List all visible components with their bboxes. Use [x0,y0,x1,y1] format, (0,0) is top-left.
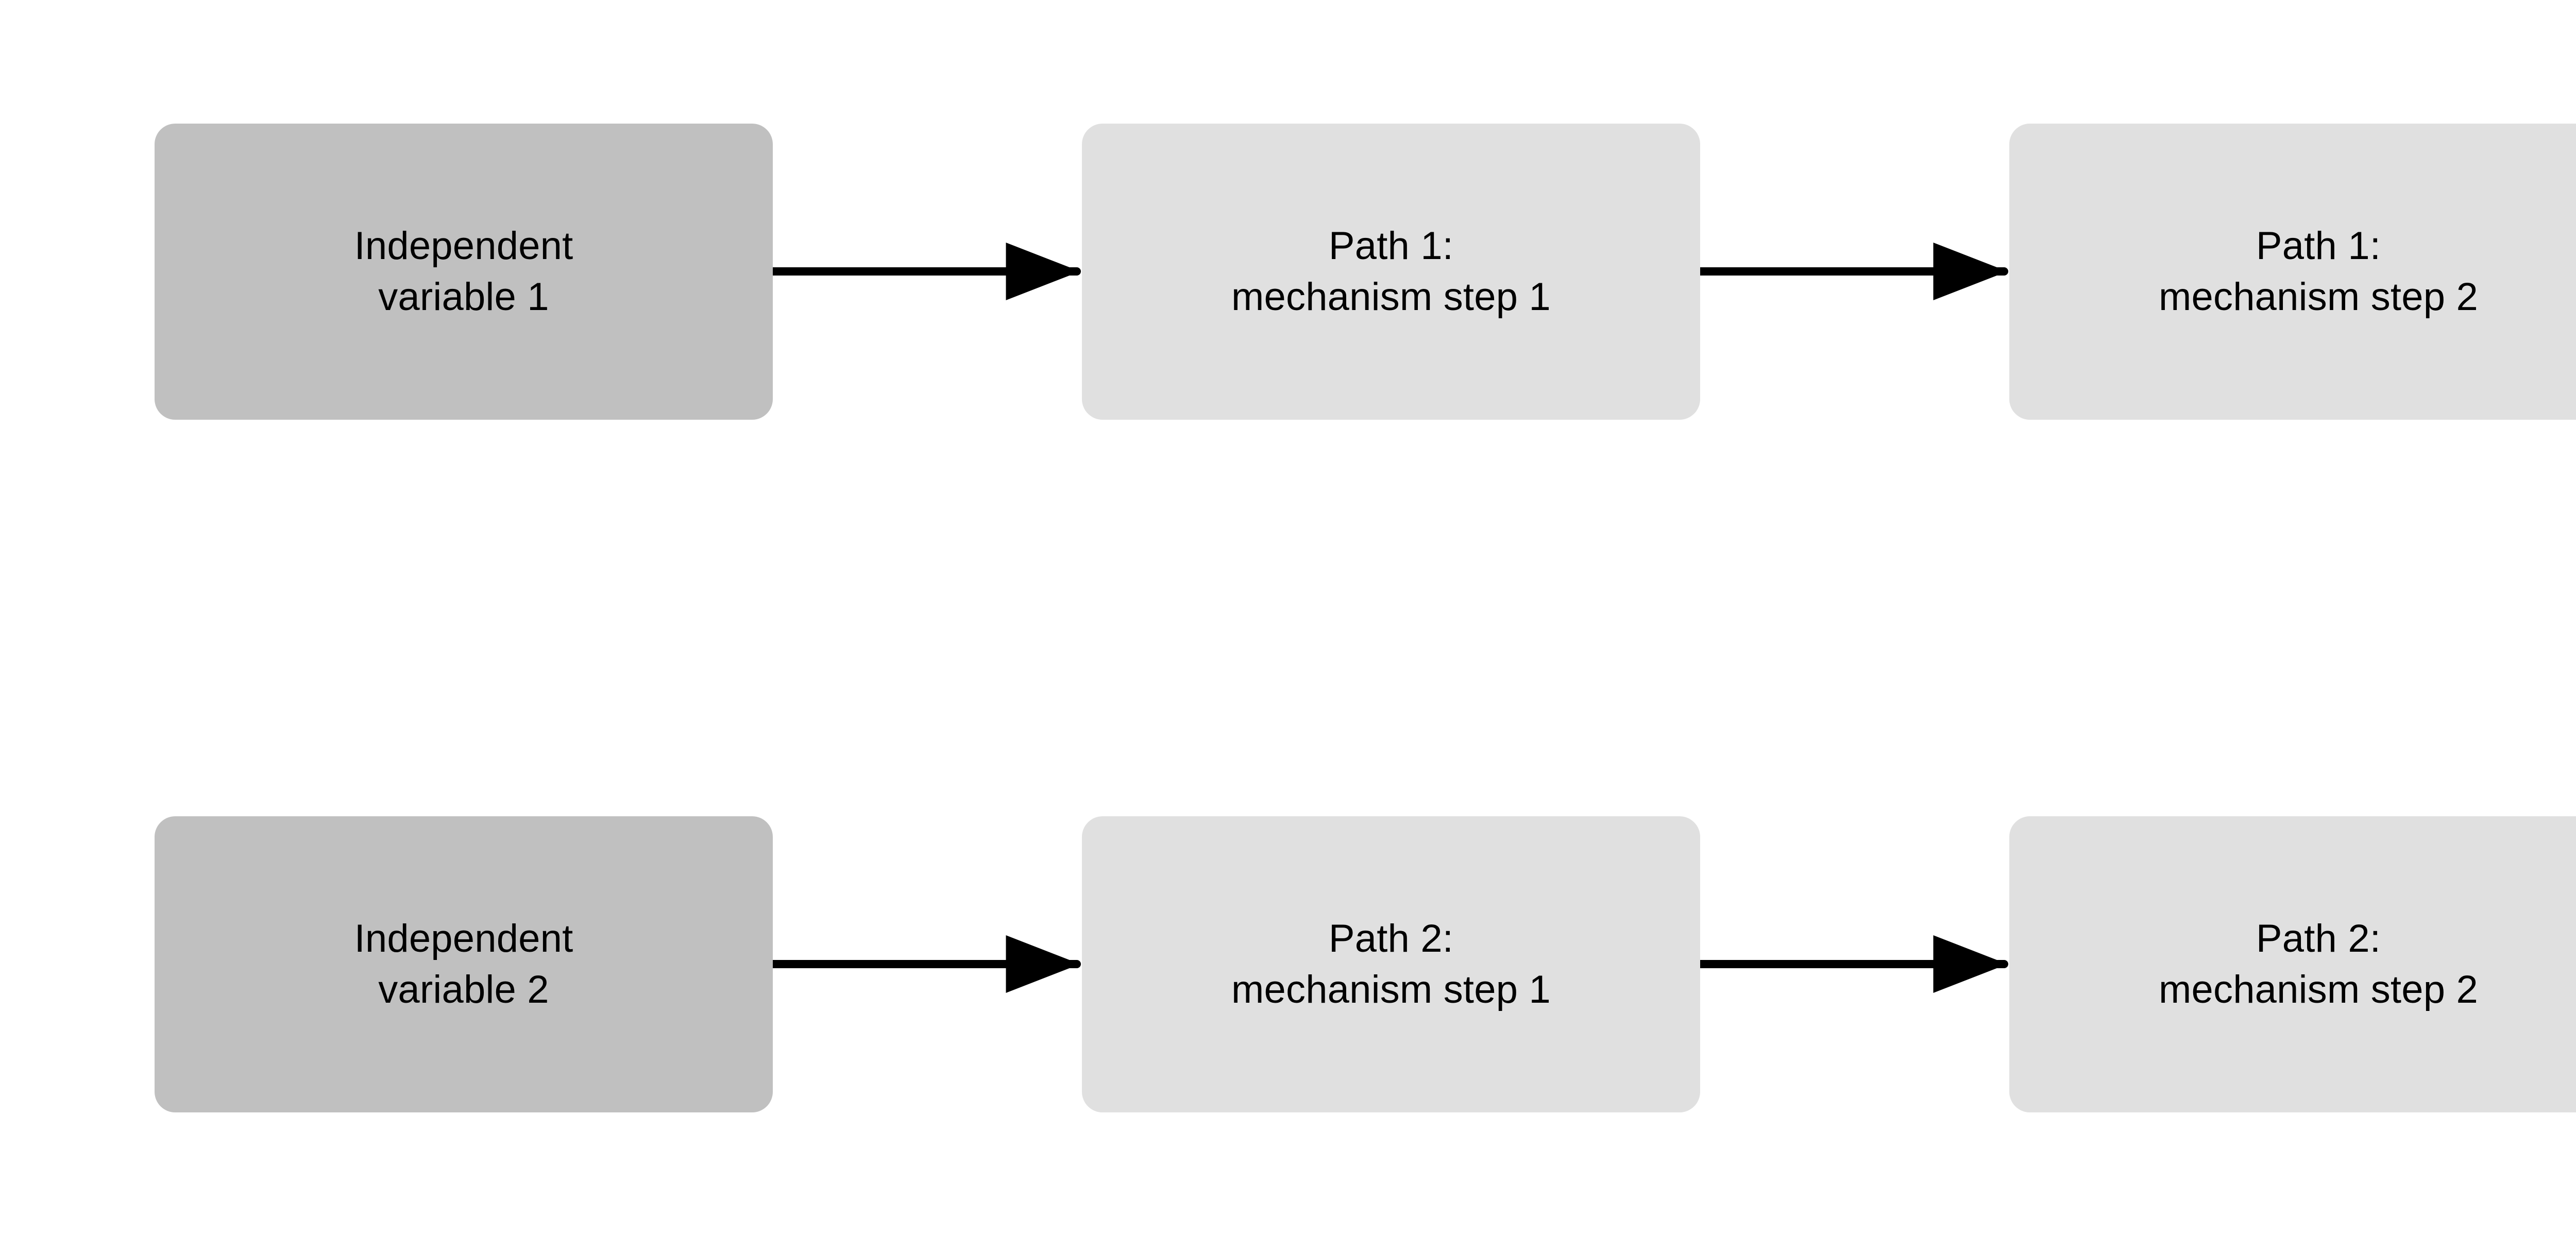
node-label: Path 1: mechanism step 2 [2159,224,2478,319]
node-path-2-mechanism-step-1[interactable]: Path 2: mechanism step 1 [1082,816,1700,1112]
node-independent-variable-2[interactable]: Independent variable 2 [155,816,773,1112]
node-label: Path 2: mechanism step 2 [2159,916,2478,1011]
node-path-2-mechanism-step-2[interactable]: Path 2: mechanism step 2 [2009,816,2576,1112]
node-path-1-mechanism-step-2[interactable]: Path 1: mechanism step 2 [2009,124,2576,420]
node-label: Path 2: mechanism step 1 [1231,916,1551,1011]
node-label: Independent variable 2 [354,916,573,1011]
node-path-1-mechanism-step-1[interactable]: Path 1: mechanism step 1 [1082,124,1700,420]
node-label: Path 1: mechanism step 1 [1231,224,1551,319]
node-independent-variable-1[interactable]: Independent variable 1 [155,124,773,420]
node-label: Independent variable 1 [354,224,573,319]
